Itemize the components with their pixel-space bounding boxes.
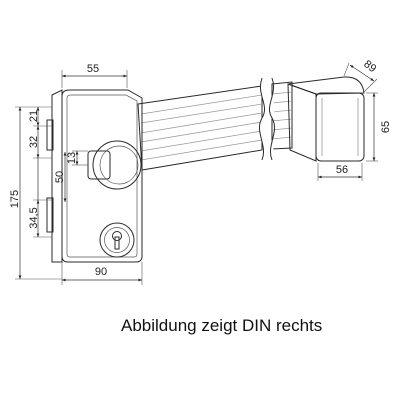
dimension-total-height: 175: [9, 107, 22, 279]
key-cylinder: [99, 222, 135, 258]
body-front-plate: [61, 89, 143, 263]
body-inner-edge: [66, 94, 138, 258]
dimension-bottom-width: 90: [61, 262, 143, 285]
mounting-tab-lower: [46, 197, 54, 233]
dimension-label-cylinder-offset: 34,5: [28, 207, 40, 228]
break-line-right: [268, 77, 276, 161]
end-cap-front-face: [315, 92, 365, 162]
dimension-end-depth: 89: [343, 58, 378, 93]
dimension-label-end-height: 65: [380, 121, 392, 133]
dimension-top-width: 55: [61, 63, 128, 88]
end-cap: [287, 76, 365, 162]
push-bar: [137, 77, 293, 171]
dimension-knob-stem: 13: [66, 150, 88, 166]
mounting-tab-upper: [46, 119, 54, 151]
dimension-label-top-width: 55: [87, 63, 99, 75]
break-gap: [259, 78, 275, 160]
cylinder-rosette: [99, 222, 135, 258]
dimension-label-end-depth: 89: [361, 58, 378, 75]
door-knob: [87, 140, 142, 190]
dimension-label-end-width: 56: [336, 164, 348, 176]
dimension-label-upper-offset: 21: [28, 110, 40, 122]
break-line-left: [258, 77, 266, 161]
dimension-label-knob-offset: 32: [28, 136, 40, 148]
dimension-label-knob-to-cylinder: 50: [54, 171, 66, 183]
dimension-knob-to-cylinder: 50: [54, 152, 67, 202]
keyhole-icon: [112, 230, 122, 250]
caption: Abbildung zeigt DIN rechts: [121, 316, 322, 335]
dimension-end-width: 56: [317, 163, 363, 181]
cylinder-core: [104, 227, 130, 253]
dimension-end-height: 65: [366, 92, 392, 162]
knob-stem: [87, 150, 111, 180]
dimension-left-chain: 21 32 34,5: [15, 106, 62, 280]
bar-ribs: [140, 94, 263, 161]
dimension-label-bottom-width: 90: [95, 266, 107, 278]
end-cap-top-face: [287, 76, 365, 95]
knob-face-ring: [99, 145, 139, 185]
dimension-label-total-height: 175: [9, 190, 21, 208]
dimension-label-knob-stem: 13: [66, 152, 78, 164]
bar-rear-ribs: [271, 91, 293, 140]
bar-front-section: [137, 85, 263, 171]
bar-rear-section: [271, 81, 293, 150]
knob-head: [92, 140, 142, 190]
